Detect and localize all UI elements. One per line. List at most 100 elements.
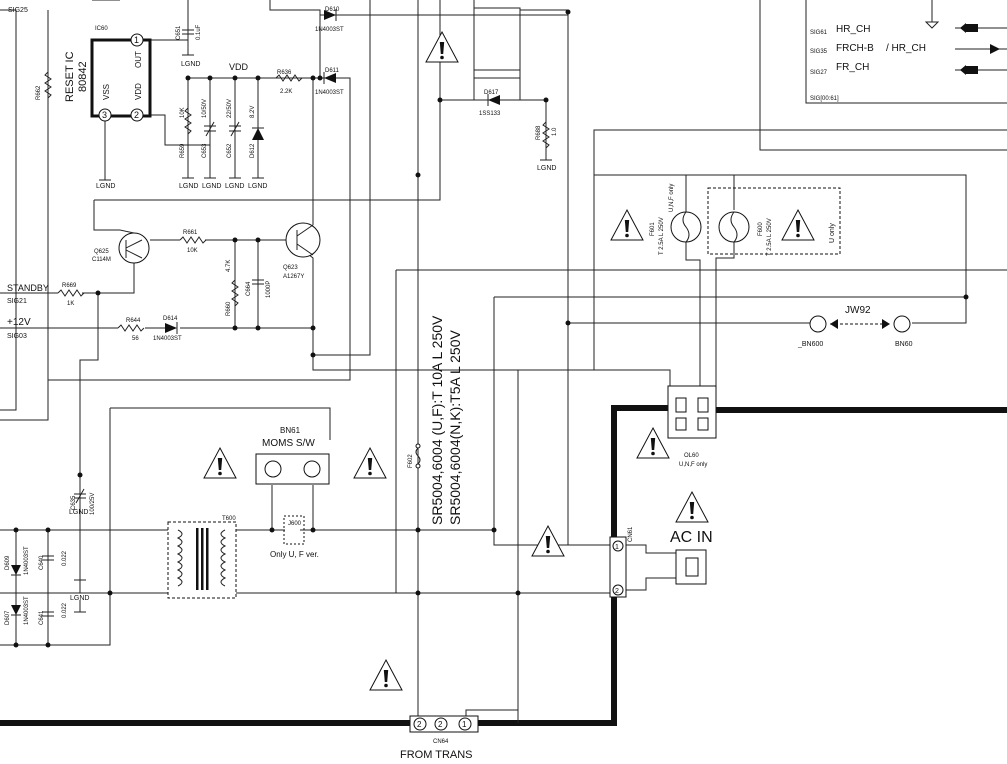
c640-label: C640 xyxy=(39,555,45,570)
d610-label: D610 xyxy=(325,7,340,13)
f601-note: U,N,F only xyxy=(669,184,675,212)
r688-label: R688 xyxy=(536,125,542,140)
warning-icon xyxy=(353,447,387,479)
warning-icons xyxy=(203,31,815,691)
r660-value: 4.7K xyxy=(226,260,232,272)
bus-sig27: SIG27 xyxy=(810,70,828,76)
bus-sig35: SIG35 xyxy=(810,49,828,55)
ic-pin-2: 2 xyxy=(134,110,139,120)
d611-value: 1N4003ST xyxy=(315,90,344,96)
r644-label: R644 xyxy=(126,318,141,324)
net-12v: +12V xyxy=(7,317,31,328)
net-sig21: SIG21 xyxy=(7,298,27,305)
f600-value: T 2.5A L 250V xyxy=(767,218,773,256)
cn64-pin-a: 2 xyxy=(417,720,422,729)
cn61: 1 2 xyxy=(609,536,707,598)
capacitors xyxy=(42,29,264,617)
cn64-pin-c: 1 xyxy=(462,720,467,729)
warning-icon xyxy=(781,209,815,241)
fuses xyxy=(415,187,841,469)
warning-icon xyxy=(369,659,403,691)
c664-value: 1000P xyxy=(266,281,272,298)
ic-pin-3: 3 xyxy=(102,110,107,120)
d609-value: 1N4003ST xyxy=(24,546,30,575)
bn61-switch xyxy=(255,453,330,545)
q625-value: C114M xyxy=(92,257,111,263)
reset-ic: 1 2 3 OUT VDD VSS RESET IC 80842 IC60 xyxy=(64,26,152,122)
bus-hr-ch: HR_CH xyxy=(836,24,870,35)
r644-value: 56 xyxy=(132,336,139,342)
fuse-note-1: SR5004,6004 (U,F):T 10A L 250V xyxy=(429,315,445,525)
c651-value: 0.1uF xyxy=(196,24,202,40)
net-lgnd: LGND xyxy=(179,183,198,190)
ol60-label: OL60 xyxy=(684,453,699,459)
c653-label: C653 xyxy=(202,143,208,158)
bn61-value: MOMS S/W xyxy=(262,438,315,449)
d614-label: D614 xyxy=(163,316,178,322)
d612-value: 8.2V xyxy=(250,106,256,118)
net-lgnd: LGND xyxy=(202,183,221,190)
bus-sig61: SIG61 xyxy=(810,30,828,36)
d611-label: D611 xyxy=(325,68,340,74)
junctions xyxy=(13,9,969,648)
ac-in-label: AC IN xyxy=(670,529,713,546)
warning-icon xyxy=(636,427,670,459)
net-lgnd: LGND xyxy=(96,183,115,190)
from-trans-label: FROM TRANS xyxy=(400,749,473,761)
net-standby: STANDBY xyxy=(7,283,49,293)
r662-label: R662 xyxy=(36,85,42,100)
c635-value: 100/25V xyxy=(90,493,96,515)
cn61-pin-1: 1 xyxy=(615,544,619,551)
f600-label: F600 xyxy=(758,222,764,236)
bus-hr-ch-2: / HR_CH xyxy=(886,43,926,54)
c652-value: 22/50V xyxy=(227,99,233,118)
d612-label: D612 xyxy=(250,143,256,158)
d610-value: 1N4003ST xyxy=(315,27,344,33)
net-lgnd: LGND xyxy=(181,61,200,68)
c635-label: C635 xyxy=(71,495,77,510)
d617-value: 1SS133 xyxy=(479,111,501,117)
ground-symbols xyxy=(74,21,940,613)
r661-label: R661 xyxy=(183,230,198,236)
c641-value: 0.022 xyxy=(62,602,68,618)
c664-label: C664 xyxy=(246,281,252,296)
q625-label: Q625 xyxy=(94,249,109,255)
transistors xyxy=(118,222,321,264)
bn61-label: BN61 xyxy=(280,426,301,435)
j600-note: Only U, F ver. xyxy=(270,550,319,559)
c640-value: 0.022 xyxy=(62,550,68,566)
jw92-label: JW92 xyxy=(845,305,871,316)
d614-value: 1N4003ST xyxy=(153,336,182,342)
bus-fr-ch: FR_CH xyxy=(836,62,869,73)
net-sig25: SIG25 xyxy=(8,7,28,14)
cn64-pin-b: 2 xyxy=(438,720,443,729)
net-lgnd: LGND xyxy=(537,165,556,172)
cn61-label: CN61 xyxy=(628,526,634,542)
labels: SIG25 R662 C651 0.1uF LGND VDD R636 2.2K… xyxy=(5,7,926,761)
net-sig03: SIG03 xyxy=(7,333,27,340)
net-lgnd: LGND xyxy=(248,183,267,190)
r636-value: 2.2K xyxy=(280,89,292,95)
c652-label: C652 xyxy=(227,143,233,158)
ic-vdd-label: VDD xyxy=(134,83,143,100)
r661-value: 10K xyxy=(187,248,198,254)
net-vdd: VDD xyxy=(229,62,249,72)
bus-sig: SIG[00:61] xyxy=(810,96,839,102)
r659-value: 10K xyxy=(180,107,186,118)
diodes xyxy=(11,9,500,616)
warning-icon xyxy=(425,31,459,63)
bus-frch-b: FRCH-B xyxy=(836,43,874,54)
fuse-note-2: SR5004,6004(N,K):T5A L 250V xyxy=(447,330,463,525)
r636-label: R636 xyxy=(277,70,292,76)
r669-label: R669 xyxy=(62,283,77,289)
j600-label: J600 xyxy=(288,521,302,527)
d607-value: 1N4003ST xyxy=(24,596,30,625)
warning-icon xyxy=(531,525,565,557)
r688-value: 1.0 xyxy=(552,127,558,136)
ic-part: 80842 xyxy=(77,61,89,92)
bn60-label: BN60 xyxy=(895,341,913,348)
thick-lines xyxy=(0,405,1007,726)
q623-label: Q623 xyxy=(283,265,298,271)
net-lgnd: LGND xyxy=(69,509,88,516)
